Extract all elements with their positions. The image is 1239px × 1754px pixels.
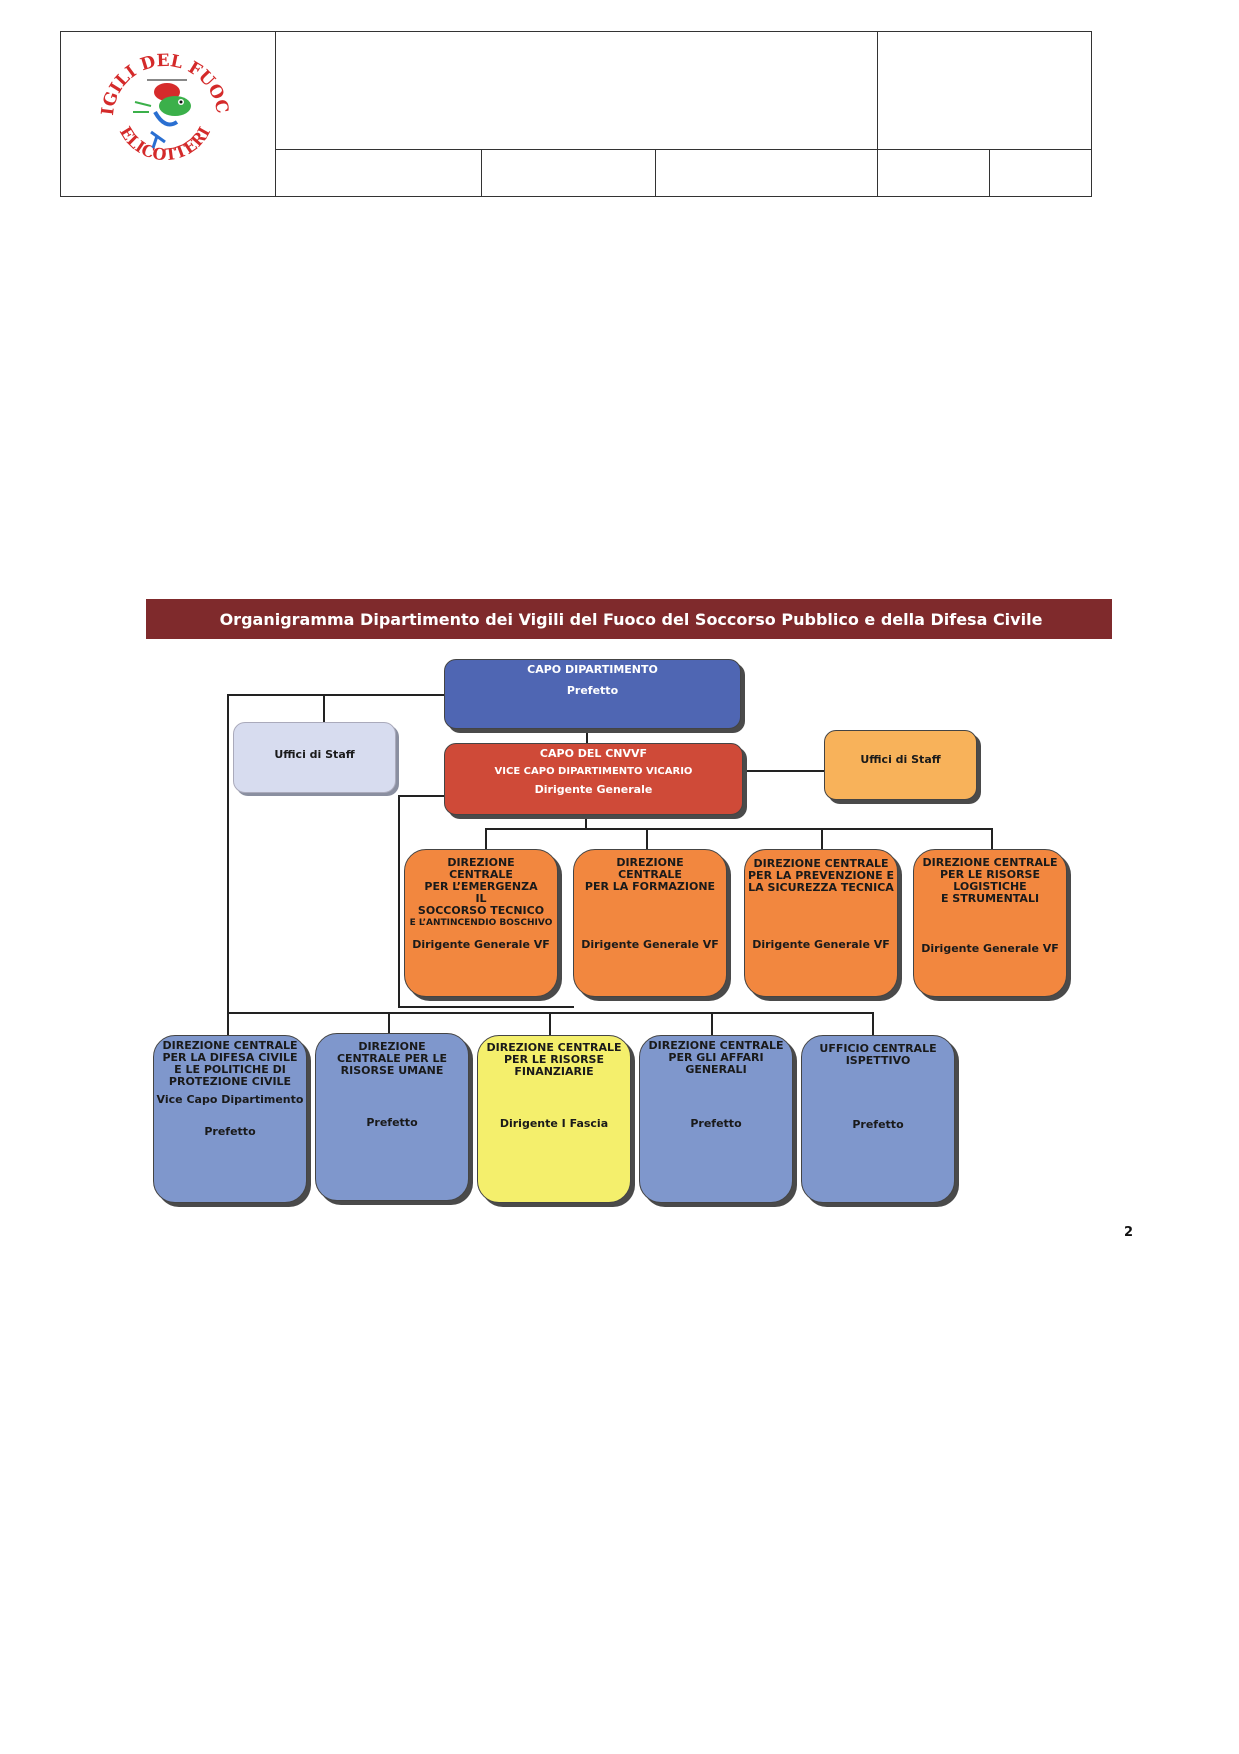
connector xyxy=(227,694,229,1019)
box-title: DIREZIONE CENTRALE PER GLI AFFARI GENERA… xyxy=(648,1039,784,1076)
box-role: Dirigente Generale VF xyxy=(921,942,1059,955)
direzione-formazione-box: DIREZIONE CENTRALE PER LA FORMAZIONE Dir… xyxy=(573,849,727,997)
page-number: 2 xyxy=(1124,1225,1134,1240)
box-title: CAPO DEL CNVVF xyxy=(539,747,648,760)
connector xyxy=(744,770,826,772)
box-title: UFFICIO CENTRALE ISPETTIVO xyxy=(819,1042,937,1067)
direzione-risorse-umane-box: DIREZIONE CENTRALE PER LE RISORSE UMANE … xyxy=(315,1033,469,1201)
direzione-difesa-civile-box: DIREZIONE CENTRALE PER LA DIFESA CIVILE … xyxy=(153,1035,307,1203)
capo-cnvvf-box: CAPO DEL CNVVF VICE CAPO DIPARTIMENTO VI… xyxy=(444,743,743,815)
connector xyxy=(388,1012,390,1036)
box-subtitle: Vice Capo Dipartimento xyxy=(156,1093,304,1106)
box-role: Dirigente Generale xyxy=(534,783,653,796)
connector xyxy=(323,694,325,727)
header-divider xyxy=(877,32,878,196)
connector xyxy=(872,1012,874,1038)
connector xyxy=(991,828,993,852)
box-subtitle: VICE CAPO DIPARTIMENTO VICARIO xyxy=(494,766,693,777)
header-divider xyxy=(275,32,276,196)
header-divider xyxy=(655,149,656,196)
box-role: Prefetto xyxy=(852,1118,904,1131)
connector xyxy=(485,828,487,852)
uffici-di-staff-left-box: Uffici di Staff xyxy=(233,722,396,793)
connector xyxy=(485,828,993,830)
connector xyxy=(398,1006,574,1008)
vigili-del-fuoco-logo: VIGILI DEL FUOCO ELICOTTERI xyxy=(95,40,232,164)
direzione-prevenzione-box: DIREZIONE CENTRALE PER LA PREVENZIONE E … xyxy=(744,849,898,997)
box-title: Uffici di Staff xyxy=(274,748,355,761)
connector xyxy=(646,828,648,852)
connector xyxy=(821,828,823,852)
direzione-risorse-finanziarie-box: DIREZIONE CENTRALE PER LE RISORSE FINANZ… xyxy=(477,1035,631,1203)
box-role: Dirigente I Fascia xyxy=(499,1117,609,1130)
header-divider xyxy=(989,149,990,196)
box-extra: E L’ANTINCENDIO BOSCHIVO xyxy=(409,918,553,928)
connector xyxy=(585,815,587,829)
box-title: Uffici di Staff xyxy=(860,753,941,766)
box-role: Prefetto xyxy=(366,1116,418,1129)
header-divider xyxy=(275,149,1091,150)
box-title: DIREZIONE CENTRALE PER LA PREVENZIONE E … xyxy=(748,857,894,894)
connector xyxy=(227,694,445,696)
connector xyxy=(227,1012,229,1038)
connector xyxy=(711,1012,713,1036)
logo-text-bottom: ELICOTTERI xyxy=(116,123,214,164)
connector xyxy=(549,1012,551,1038)
uffici-di-staff-right-box: Uffici di Staff xyxy=(824,730,977,800)
direzione-affari-generali-box: DIREZIONE CENTRALE PER GLI AFFARI GENERA… xyxy=(639,1035,793,1203)
header-table xyxy=(60,31,1092,197)
mascot-icon xyxy=(133,79,191,149)
box-role: Dirigente Generale VF xyxy=(581,938,719,951)
header-divider xyxy=(481,149,482,196)
svg-text:ELICOTTERI: ELICOTTERI xyxy=(116,123,214,164)
box-role: Dirigente Generale VF xyxy=(752,938,890,951)
direzione-emergenza-box: DIREZIONE CENTRALE PER L’EMERGENZA IL SO… xyxy=(404,849,558,997)
box-role: Prefetto xyxy=(690,1117,742,1130)
connector xyxy=(586,728,588,744)
box-title: DIREZIONE CENTRALE PER LE RISORSE LOGIST… xyxy=(922,856,1058,905)
box-title: DIREZIONE CENTRALE PER LA DIFESA CIVILE … xyxy=(162,1039,298,1088)
box-title: DIREZIONE CENTRALE PER LE RISORSE UMANE xyxy=(336,1040,448,1077)
ufficio-ispettivo-box: UFFICIO CENTRALE ISPETTIVO Prefetto xyxy=(801,1035,955,1203)
direzione-risorse-logistiche-box: DIREZIONE CENTRALE PER LE RISORSE LOGIST… xyxy=(913,849,1067,997)
box-role: Prefetto xyxy=(204,1125,256,1138)
box-title: DIREZIONE CENTRALE PER L’EMERGENZA IL SO… xyxy=(417,856,545,917)
connector xyxy=(398,795,446,797)
box-title: DIREZIONE CENTRALE PER LA FORMAZIONE xyxy=(584,856,716,893)
connector xyxy=(398,795,400,1007)
capo-dipartimento-box: CAPO DIPARTIMENTO Prefetto xyxy=(444,659,741,729)
box-role: Prefetto xyxy=(566,684,619,697)
chart-title: Organigramma Dipartimento dei Vigili del… xyxy=(146,599,1112,639)
box-title: DIREZIONE CENTRALE PER LE RISORSE FINANZ… xyxy=(486,1041,622,1078)
box-role: Dirigente Generale VF xyxy=(412,938,550,951)
box-title: CAPO DIPARTIMENTO xyxy=(527,663,658,676)
